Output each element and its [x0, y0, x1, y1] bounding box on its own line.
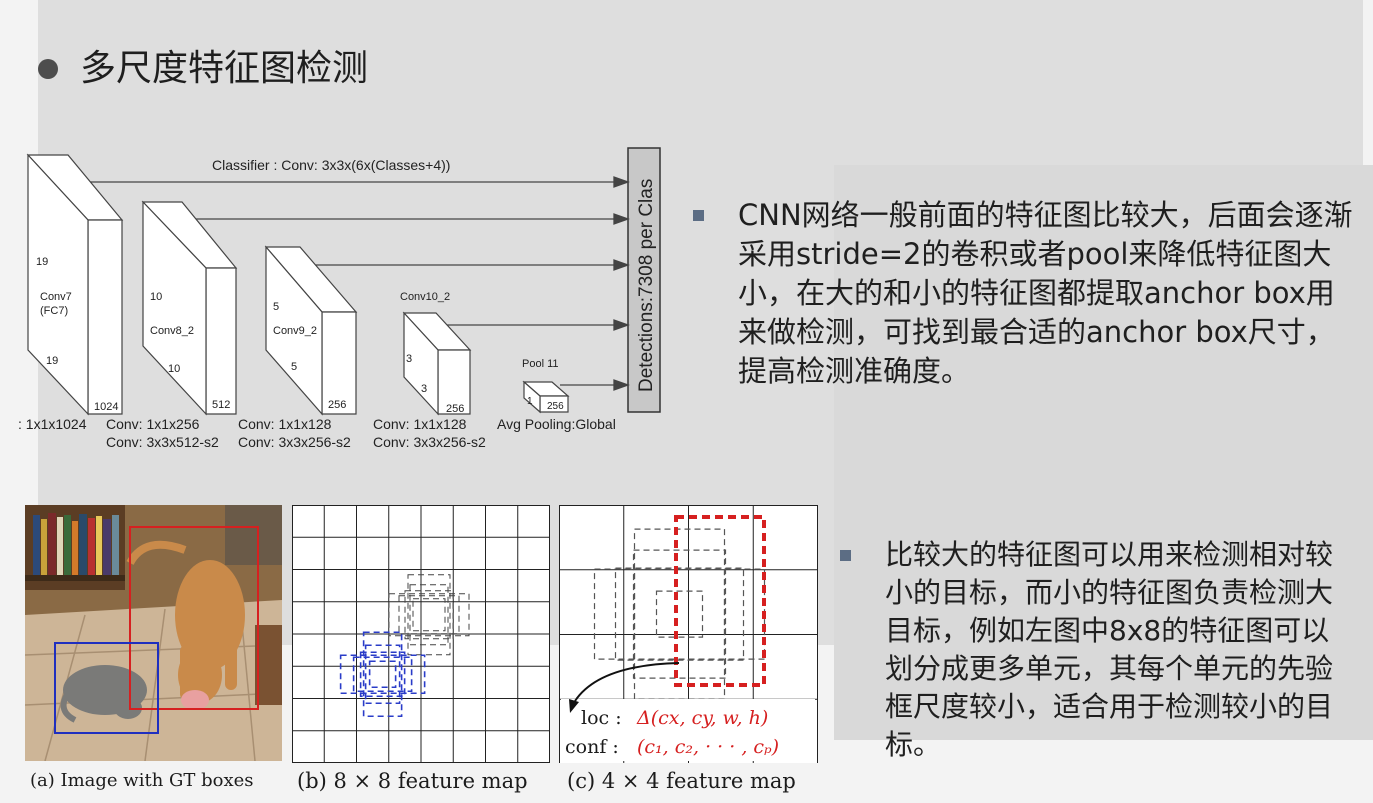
conv8-desc-2: Conv: 3x3x512-s2	[106, 434, 219, 450]
figure-b-8x8-feature-map	[292, 505, 550, 763]
conv9-c: 256	[328, 399, 346, 411]
figure-a-photo	[25, 505, 282, 761]
pool11-h: 1	[527, 396, 533, 407]
conv8-w: 10	[168, 363, 180, 375]
conv7-c: 1024	[94, 401, 118, 413]
ssd-architecture-diagram: Detections:7308 per Clas Classifier : Co…	[0, 140, 820, 460]
conv8-block	[143, 202, 236, 414]
conv10-name: Conv10_2	[400, 291, 450, 303]
caption-c: (c) 4 × 4 feature map	[567, 766, 796, 796]
cat-dog-photo-illustration	[25, 505, 282, 761]
conv10-block	[404, 313, 470, 414]
caption-b: (b) 8 × 8 feature map	[297, 766, 528, 796]
conv8-c: 512	[212, 399, 230, 411]
conv9-desc-1: Conv: 1x1x128	[238, 416, 332, 432]
bullet-text: CNN网络一般前面的特征图比较大，后面会逐渐采用stride=2的卷积或者poo…	[738, 196, 1358, 391]
conv10-desc-2: Conv: 3x3x256-s2	[373, 434, 486, 450]
pool11-desc: Avg Pooling:Global	[497, 416, 616, 432]
figure-c-4x4-feature-map: loc : Δ(cx, cy, w, h) conf : (c₁, c₂, · …	[559, 505, 818, 763]
conv8-name: Conv8_2	[150, 325, 194, 337]
loc-formula: Δ(cx, cy, w, h)	[636, 707, 768, 729]
pool11-name: Pool 11	[522, 358, 559, 370]
bullet-text: 比较大的特征图可以用来检测相对较小的目标，而小的特征图负责检测大目标，例如左图中…	[885, 536, 1355, 764]
conv9-w: 5	[291, 361, 297, 373]
conv9-name: Conv9_2	[273, 325, 317, 337]
loc-label: loc :	[581, 707, 622, 729]
pool11-c: 256	[547, 401, 564, 412]
slide-title: 多尺度特征图检测	[80, 46, 368, 92]
conf-label: conf :	[565, 736, 619, 758]
conv8-desc-1: Conv: 1x1x256	[106, 416, 200, 432]
conv10-desc-1: Conv: 1x1x128	[373, 416, 467, 432]
conv10-w: 3	[421, 383, 427, 395]
conv7-name-1: Conv7	[40, 291, 72, 303]
title-bullet-icon	[38, 59, 58, 79]
grid-4x4: loc : Δ(cx, cy, w, h) conf : (c₁, c₂, · …	[559, 505, 818, 763]
caption-a: (a) Image with GT boxes	[30, 766, 254, 796]
detections-label: Detections:7308 per Clas	[636, 179, 657, 392]
conv8-h: 10	[150, 291, 162, 303]
conv7-block	[28, 155, 122, 414]
classifier-label: Classifier : Conv: 3x3x(6x(Classes+4))	[212, 157, 450, 173]
square-bullet-icon	[693, 210, 704, 221]
conv7-h: 19	[36, 256, 48, 268]
grid-8x8	[292, 505, 550, 763]
square-bullet-icon	[840, 550, 851, 561]
conf-formula: (c₁, c₂, · · · , cₚ)	[637, 736, 779, 758]
conv7-name-2: (FC7)	[40, 305, 68, 317]
conv10-h: 3	[406, 353, 412, 365]
conv9-h: 5	[273, 301, 279, 313]
conv9-desc-2: Conv: 3x3x256-s2	[238, 434, 351, 450]
conv7-w: 19	[46, 355, 58, 367]
conv7-desc: : 1x1x1024	[18, 416, 87, 432]
conv10-c: 256	[446, 403, 464, 415]
